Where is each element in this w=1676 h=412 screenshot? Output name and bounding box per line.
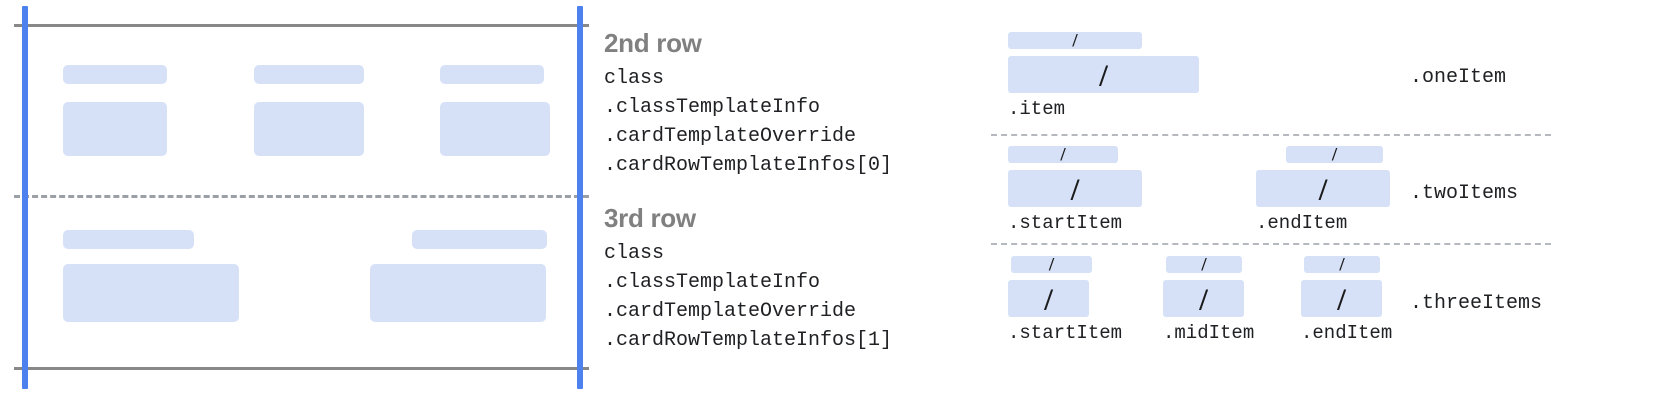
variant-two-items: / / .startItem / / .endItem .twoItems bbox=[988, 140, 1676, 250]
slash-icon: / bbox=[1048, 256, 1055, 273]
three-items-end-large-bar: / bbox=[1301, 280, 1382, 317]
three-items-start-group: / / .startItem bbox=[1008, 256, 1122, 345]
three-items-mid-small-bar: / bbox=[1166, 256, 1242, 273]
row2-cell2-label-placeholder bbox=[254, 65, 364, 84]
two-items-end-large-bar: / bbox=[1256, 170, 1390, 207]
slash-icon: / bbox=[1060, 146, 1066, 163]
two-items-start-group: / / .startItem bbox=[1008, 146, 1142, 235]
three-items-end-small-bar: / bbox=[1304, 256, 1380, 273]
variant-label-one-item: .oneItem bbox=[1410, 66, 1507, 89]
row3-cell1-label-placeholder bbox=[63, 230, 194, 249]
third-row-heading: 3rd row bbox=[604, 203, 696, 233]
third-row-description: 3rd row class .classTemplateInfo .cardTe… bbox=[604, 203, 892, 355]
card-left-guide-line bbox=[22, 6, 28, 389]
three-items-start-label: .startItem bbox=[1008, 322, 1123, 344]
variant-one-item: / / .item .oneItem bbox=[988, 26, 1676, 136]
row2-cell3-body-placeholder bbox=[440, 102, 550, 156]
third-row-code-path: class .classTemplateInfo .cardTemplateOv… bbox=[604, 242, 893, 352]
three-items-start-large-bar: / bbox=[1008, 280, 1089, 317]
two-items-start-label: .startItem bbox=[1008, 212, 1123, 234]
card-top-bound-line bbox=[14, 24, 589, 27]
three-items-start-small-bar: / bbox=[1011, 256, 1092, 273]
three-items-mid-group: / / .midItem bbox=[1163, 256, 1254, 345]
slash-icon: / bbox=[1072, 32, 1078, 49]
slash-icon: / bbox=[1044, 281, 1053, 316]
one-item-group: / / .item bbox=[1008, 32, 1199, 121]
two-items-start-small-bar: / bbox=[1008, 146, 1118, 163]
variant-label-three-items: .threeItems bbox=[1410, 292, 1543, 315]
slash-icon: / bbox=[1331, 146, 1338, 163]
second-row-heading: 2nd row bbox=[604, 28, 702, 58]
row-item-variants: / / .item .oneItem / / .startItem bbox=[988, 0, 1676, 412]
slash-icon: / bbox=[1201, 256, 1207, 273]
three-items-end-group: / / .endItem bbox=[1301, 256, 1392, 345]
row2-cell3-label-placeholder bbox=[440, 65, 544, 84]
card-right-guide-line bbox=[577, 6, 583, 389]
two-items-end-small-bar: / bbox=[1286, 146, 1383, 163]
two-items-end-label: .endItem bbox=[1256, 212, 1348, 234]
variant-separator-one-two bbox=[991, 134, 1551, 136]
slash-icon: / bbox=[1099, 57, 1108, 92]
row2-cell1-label-placeholder bbox=[63, 65, 167, 84]
row2-cell1-body-placeholder bbox=[63, 102, 167, 156]
variant-three-items: / / .startItem / / .midItem / bbox=[988, 250, 1676, 360]
two-items-start-large-bar: / bbox=[1008, 170, 1142, 207]
second-row-code-path: class .classTemplateInfo .cardTemplateOv… bbox=[604, 67, 893, 177]
row3-cell2-body-placeholder bbox=[370, 264, 546, 322]
second-row-description: 2nd row class .classTemplateInfo .cardTe… bbox=[604, 28, 892, 180]
variant-separator-two-three bbox=[991, 243, 1551, 245]
row3-cell1-body-placeholder bbox=[63, 264, 239, 322]
three-items-mid-large-bar: / bbox=[1163, 280, 1244, 317]
row3-cell2-label-placeholder bbox=[412, 230, 547, 249]
slash-icon: / bbox=[1337, 281, 1346, 316]
slash-icon: / bbox=[1199, 281, 1208, 316]
slash-icon: / bbox=[1339, 256, 1345, 273]
slash-icon: / bbox=[1070, 171, 1080, 206]
three-items-end-label: .endItem bbox=[1301, 322, 1393, 344]
slash-icon: / bbox=[1318, 171, 1328, 206]
one-item-small-bar: / bbox=[1008, 32, 1142, 49]
three-items-mid-label: .midItem bbox=[1163, 322, 1255, 344]
row-path-descriptions: 2nd row class .classTemplateInfo .cardTe… bbox=[604, 0, 984, 412]
card-rows-preview bbox=[0, 0, 600, 412]
variant-label-two-items: .twoItems bbox=[1410, 182, 1519, 205]
two-items-end-group: / / .endItem bbox=[1256, 146, 1390, 235]
row2-cell2-body-placeholder bbox=[254, 102, 364, 156]
card-row-separator-dashed bbox=[14, 195, 589, 198]
one-item-large-bar: / bbox=[1008, 56, 1199, 93]
card-bottom-bound-line bbox=[14, 367, 589, 370]
one-item-label: .item bbox=[1008, 98, 1066, 120]
